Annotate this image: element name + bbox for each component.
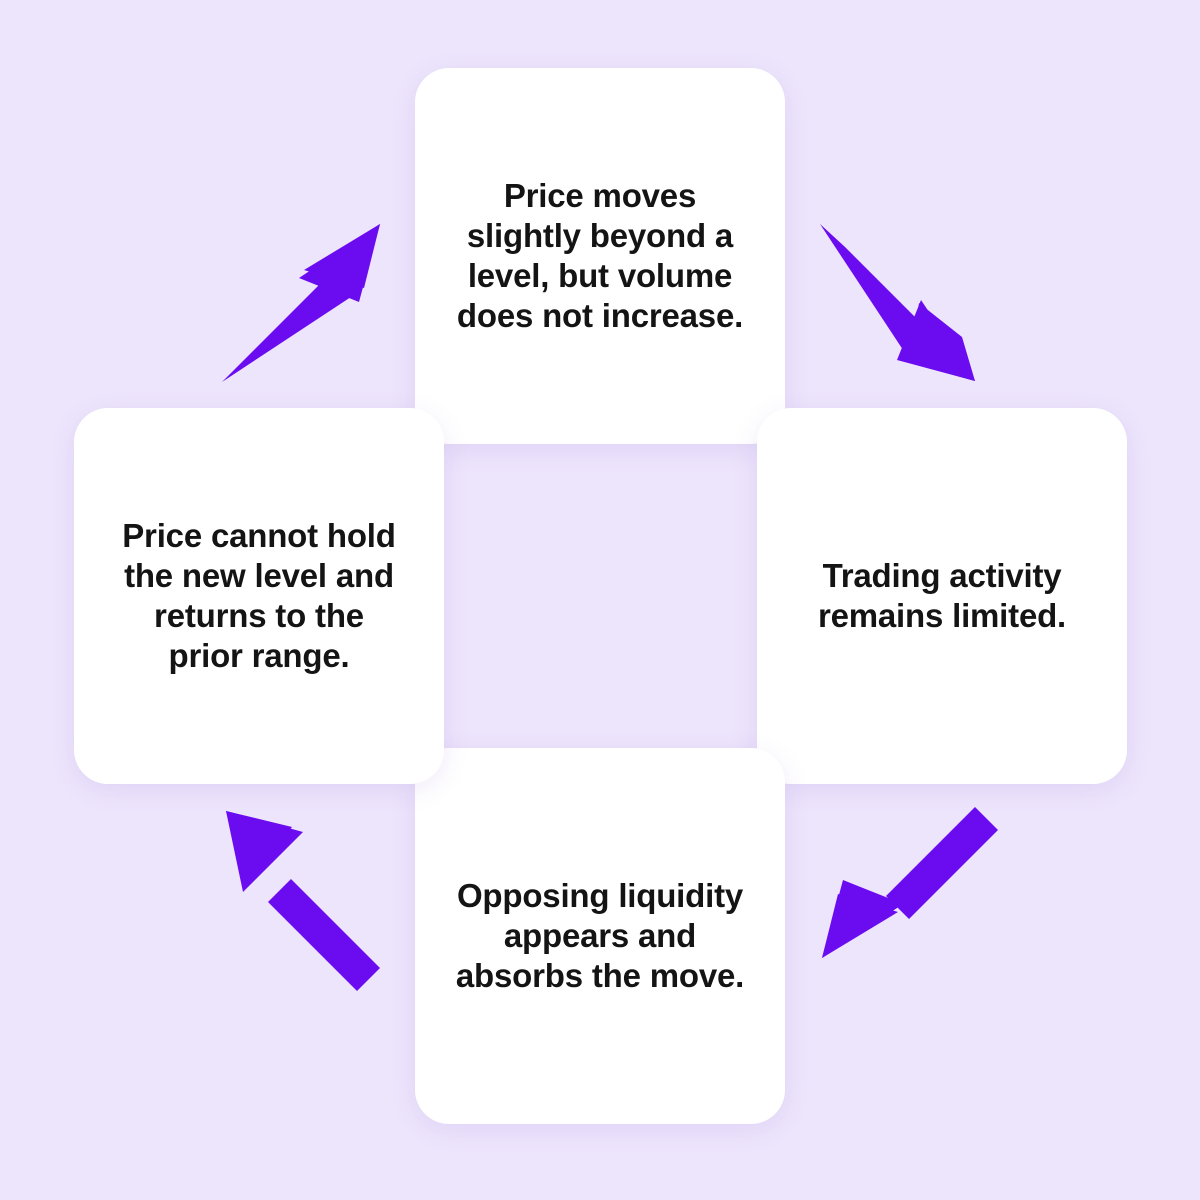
- cycle-step-text-bottom: Opposing liquidity appears and absorbs t…: [455, 876, 745, 995]
- cycle-step-text-left: Price cannot hold the new level and retu…: [122, 516, 396, 675]
- arrow-up-left-icon: [226, 811, 380, 991]
- arrow-down-left-icon: [822, 807, 998, 958]
- cycle-step-card-top[interactable]: Price moves slightly beyond a level, but…: [415, 68, 785, 444]
- cycle-step-text-top: Price moves slightly beyond a level, but…: [456, 176, 744, 335]
- cycle-step-card-right[interactable]: Trading activity remains limited.: [757, 408, 1127, 784]
- arrow-down-right-icon: [820, 224, 975, 381]
- cycle-step-card-left[interactable]: Price cannot hold the new level and retu…: [74, 408, 444, 784]
- cycle-step-text-right: Trading activity remains limited.: [817, 556, 1067, 634]
- cycle-step-card-bottom[interactable]: Opposing liquidity appears and absorbs t…: [415, 748, 785, 1124]
- arrow-up-right-icon: [222, 224, 380, 382]
